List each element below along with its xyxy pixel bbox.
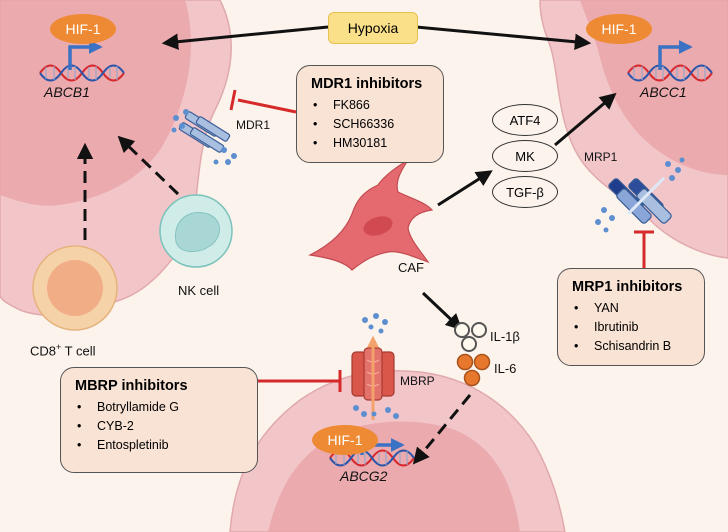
- inhibit-mbrp: [258, 370, 342, 392]
- hif1-left: HIF-1: [50, 14, 116, 44]
- mdr1-label: MDR1: [236, 118, 271, 132]
- inhibit-mdr1: [229, 89, 297, 114]
- mbrp-inhibitor-item: CYB-2: [75, 417, 243, 436]
- cd8-base: CD8: [30, 343, 57, 359]
- mbrp-inhibitors-box: MBRP inhibitors Botryllamide G CYB-2 Ent…: [60, 367, 258, 473]
- arrow-il6-to-abcg2: [412, 394, 472, 465]
- cd8-rest: T cell: [61, 343, 96, 359]
- mdr1-inhibitor-item: SCH66336: [311, 115, 429, 134]
- dna-right: [627, 40, 713, 82]
- nk-cell-label: NK cell: [178, 283, 220, 298]
- gene-abcc1: ABCC1: [640, 84, 687, 100]
- il6-label: IL-6: [494, 361, 517, 376]
- mk-oval: MK: [492, 140, 558, 172]
- il1b-label: IL-1β: [490, 329, 520, 344]
- dna-left: [39, 40, 125, 82]
- mbrp-transporter: [351, 313, 399, 420]
- mdr1-inhibitors-title: MDR1 inhibitors: [311, 76, 423, 92]
- mrp1-inhibitors-box: MRP1 inhibitors YAN Ibrutinib Schisandri…: [557, 268, 705, 366]
- mdr1-inhibitor-item: FK866: [311, 96, 429, 115]
- cd8-t-cell: [32, 245, 118, 331]
- inhibit-mrp1: [634, 230, 654, 268]
- mrp1-inhibitor-item: YAN: [572, 299, 690, 318]
- arrow-caf-to-il: [421, 291, 463, 331]
- mbrp-inhibitor-item: Botryllamide G: [75, 398, 243, 417]
- hif1-right: HIF-1: [586, 14, 652, 44]
- mbrp-label: MBRP: [400, 374, 435, 388]
- cd8-superscript: +: [56, 342, 62, 352]
- mbrp-inhibitor-item: Entospletinib: [75, 436, 243, 455]
- mbrp-inhibitors-title: MBRP inhibitors: [75, 378, 188, 394]
- hypoxia-label: Hypoxia: [328, 12, 418, 44]
- gene-abcb1: ABCB1: [44, 84, 90, 100]
- il6-molecules: [456, 353, 491, 387]
- mdr1-transporter: [171, 109, 237, 165]
- caf-cell: [308, 159, 434, 271]
- mrp1-transporter: [595, 157, 685, 233]
- cd8-t-cell-label: CD8+ T cell: [30, 342, 95, 358]
- cell-left: [0, 0, 232, 316]
- mrp1-label: MRP1: [584, 150, 618, 164]
- mdr1-inhibitor-item: HM30181: [311, 134, 429, 153]
- arrow-hypoxia-right: [415, 25, 592, 50]
- tgfb-oval: TGF-β: [492, 176, 558, 208]
- cell-bottom: [229, 369, 566, 532]
- arrow-nk-to-cell: [117, 135, 180, 196]
- mrp1-inhibitor-item: Ibrutinib: [572, 318, 690, 337]
- mdr1-inhibitors-box: MDR1 inhibitors FK866 SCH66336 HM30181: [296, 65, 444, 163]
- mrp1-inhibitor-item: Schisandrin B: [572, 337, 690, 356]
- arrow-mk-to-abcc1: [554, 92, 617, 147]
- atf4-oval: ATF4: [492, 104, 558, 136]
- gene-abcg2: ABCG2: [340, 468, 388, 484]
- arrow-caf-to-factors: [437, 170, 493, 207]
- il1b-molecules: [454, 322, 487, 352]
- nk-cell: [159, 194, 233, 268]
- hif1-bottom: HIF-1: [312, 425, 378, 455]
- mrp1-inhibitors-title: MRP1 inhibitors: [572, 279, 683, 295]
- arrow-hypoxia-left: [161, 25, 329, 50]
- caf-label: CAF: [398, 260, 424, 275]
